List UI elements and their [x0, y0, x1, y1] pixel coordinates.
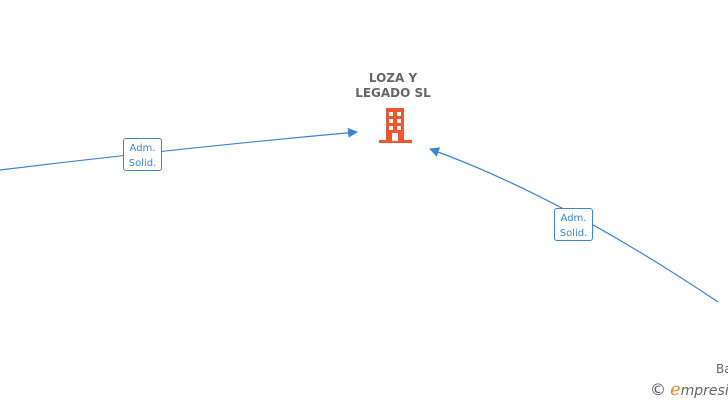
brand-name: mpresia — [680, 383, 728, 399]
edge-label-role: Adm. — [560, 213, 587, 224]
company-name-line1: LOZA Y — [368, 71, 418, 85]
edge-label-right[interactable]: Adm. Solid. — [554, 208, 593, 241]
edge-label-type: Solid. — [128, 158, 157, 169]
company-name-line2: LEGADO SL — [355, 86, 431, 100]
edge-line-left — [0, 127, 358, 171]
partial-node-label[interactable]: Ba — [716, 362, 728, 376]
edge-label-role: Adm. — [129, 143, 156, 154]
building-icon[interactable] — [379, 108, 412, 148]
empresia-watermark: ©empresia — [650, 379, 728, 400]
edge-label-left[interactable]: Adm. Solid. — [123, 138, 162, 171]
edge-label-type: Solid. — [559, 228, 588, 239]
brand-initial: e — [670, 379, 681, 400]
copyright-icon: © — [650, 380, 666, 399]
company-name[interactable]: LOZA Y LEGADO SL — [330, 71, 456, 101]
